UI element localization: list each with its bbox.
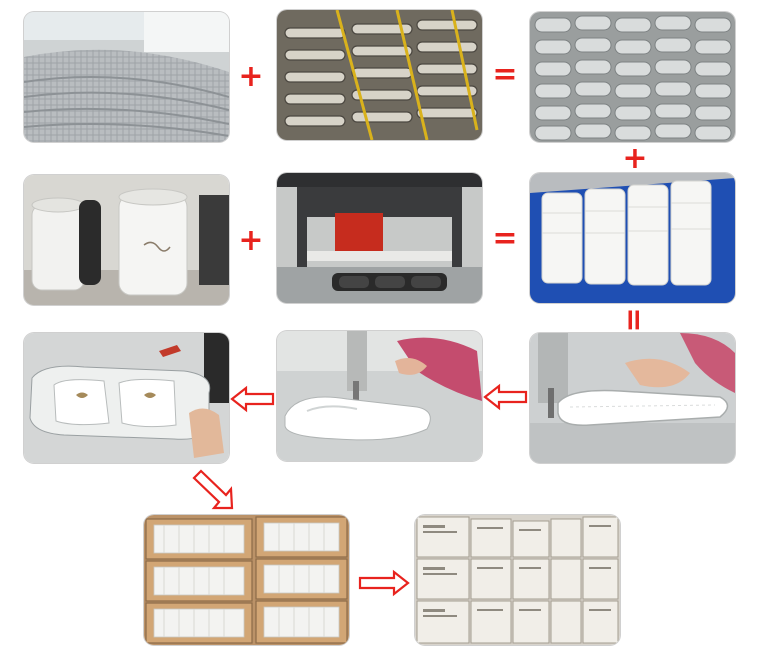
plus-sign: +	[238, 59, 264, 94]
flow-arrow-right	[358, 569, 410, 597]
flow-arrow-left	[230, 385, 275, 413]
photo-packing-slippers	[24, 333, 229, 463]
photo-packed-boxes-open	[144, 515, 349, 645]
photo-sewing-sole	[530, 333, 735, 463]
photo-cut-foam-pieces-crate	[530, 173, 735, 303]
plus-sign: +	[622, 141, 648, 176]
equals-sign: =	[616, 307, 651, 333]
plus-sign: +	[238, 223, 264, 258]
flow-arrow-down-right	[192, 469, 234, 510]
photo-stacked-cartons	[415, 515, 620, 645]
flow-arrow-left	[483, 383, 528, 411]
photo-foam-rolls	[24, 175, 229, 305]
photo-sewing-slipper-upper	[277, 331, 482, 461]
photo-terry-fabric-stack	[24, 12, 229, 142]
equals-sign: =	[492, 221, 518, 256]
equals-sign: =	[492, 57, 518, 92]
photo-sole-piles	[530, 12, 735, 142]
photo-die-cutting-machine	[277, 173, 482, 303]
photo-slipper-soles-strung	[277, 10, 482, 140]
